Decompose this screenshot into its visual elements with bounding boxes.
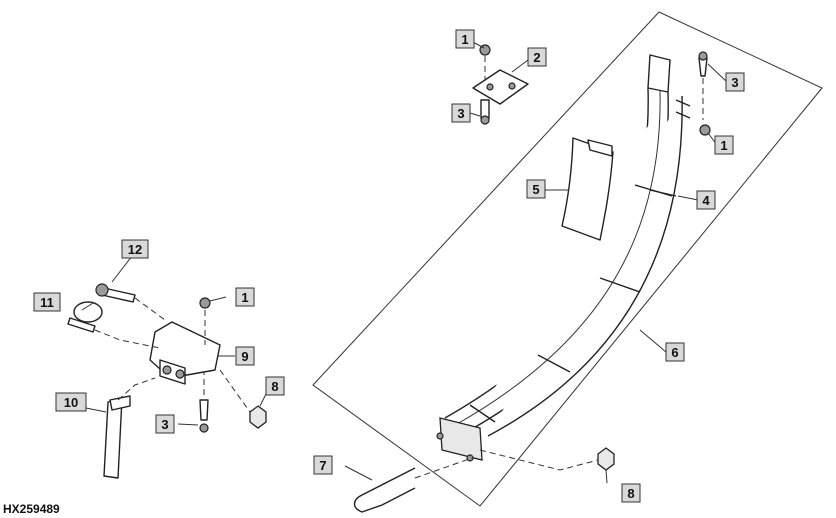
callout-box <box>55 392 87 412</box>
callout-c2: 2 <box>527 47 547 67</box>
nut-8-left <box>249 405 267 429</box>
callout-number: 4 <box>702 193 710 208</box>
callout-c3a: 3 <box>451 103 471 123</box>
callout-box <box>33 292 61 312</box>
callout-box <box>696 190 716 210</box>
callout-c3c: 3 <box>155 414 175 434</box>
callout-number: 12 <box>128 242 142 257</box>
curved-rail-assembly <box>436 54 691 462</box>
callout-c12: 12 <box>121 239 149 259</box>
callout-box <box>313 455 333 475</box>
callout-c9: 9 <box>235 346 255 366</box>
callout-c6: 6 <box>665 342 685 362</box>
hitch-assembly <box>67 283 267 479</box>
callout-box <box>155 414 175 434</box>
mounting-plate <box>312 11 823 507</box>
callout-number: 3 <box>457 106 464 121</box>
bolt-top <box>480 99 490 119</box>
callout-box <box>455 29 475 49</box>
callout-number: 1 <box>720 138 727 153</box>
callout-c8a: 8 <box>265 376 285 396</box>
callout-number: 11 <box>40 295 54 310</box>
callout-box <box>451 103 471 123</box>
nut-8-right <box>597 447 615 471</box>
callout-c11: 11 <box>33 292 61 312</box>
callout-number: 3 <box>161 417 168 432</box>
shield-panel <box>561 137 614 241</box>
callout-box <box>265 376 285 396</box>
callout-box <box>725 72 745 92</box>
callout-number: 8 <box>271 379 278 394</box>
callout-c1b: 1 <box>714 135 734 155</box>
callout-box <box>121 239 149 259</box>
callout-c1c: 1 <box>235 287 255 307</box>
callout-box <box>526 179 546 199</box>
callout-number: 1 <box>461 32 468 47</box>
nut-left-top <box>199 297 211 309</box>
callout-number: 5 <box>532 182 539 197</box>
callout-c3b: 3 <box>725 72 745 92</box>
callout-box <box>714 135 734 155</box>
callout-number: 2 <box>533 50 540 65</box>
callout-c5: 5 <box>526 179 546 199</box>
bolt-left-bottom <box>199 399 209 421</box>
nut-right <box>699 124 711 136</box>
u-bolt <box>353 467 416 513</box>
bolt-right-top <box>698 57 708 77</box>
callout-c8b: 8 <box>621 483 641 503</box>
lock-pin-11 <box>67 317 96 333</box>
callout-c10: 10 <box>55 392 87 412</box>
callout-number: 9 <box>241 349 248 364</box>
callout-c4: 4 <box>696 190 716 210</box>
callout-c7: 7 <box>313 455 333 475</box>
callout-c1a: 1 <box>455 29 475 49</box>
callout-number: 7 <box>319 458 326 473</box>
callout-number: 1 <box>241 290 248 305</box>
callout-box <box>235 287 255 307</box>
callout-number: 3 <box>731 75 738 90</box>
figure-id: HX259489 <box>3 502 60 516</box>
callout-box <box>527 47 547 67</box>
callout-number: 8 <box>627 486 634 501</box>
top-bracket <box>472 44 529 125</box>
callout-number: 10 <box>64 395 78 410</box>
callout-number: 6 <box>671 345 678 360</box>
callout-box <box>665 342 685 362</box>
callout-box <box>621 483 641 503</box>
callout-box <box>235 346 255 366</box>
